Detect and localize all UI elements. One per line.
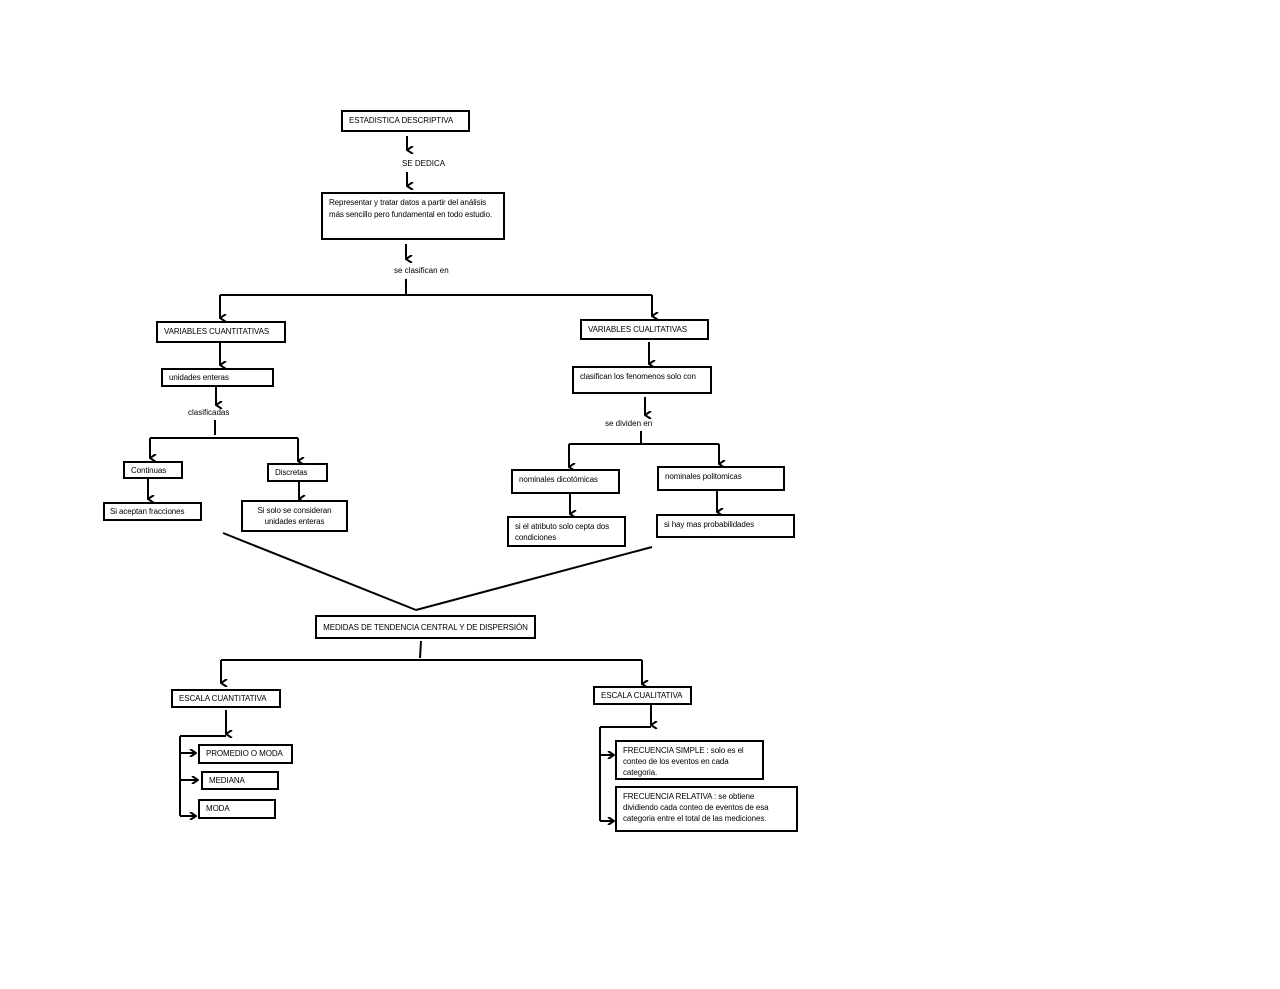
node-label: si hay mas probabilidades (664, 520, 754, 529)
node-mediana: MEDIANA (201, 771, 279, 790)
node-label: MODA (206, 804, 230, 813)
root-node-estadistica-descriptiva: ESTADISTICA DESCRIPTIVA (341, 110, 470, 132)
node-label: Continuas (131, 466, 167, 475)
node-continuas: Continuas (123, 461, 183, 479)
node-nominales-dicotomicas: nominales dicotómicas (511, 469, 620, 494)
node-escala-cualitativa: ESCALA CUALITATIVA (593, 686, 692, 705)
node-label: Discretas (275, 468, 308, 477)
node-label: MEDIANA (209, 776, 245, 785)
node-variables-cualitativas: VARIABLES CUALITATIVAS (580, 319, 709, 340)
node-label: Si solo se consideran unidades enteras (257, 506, 332, 526)
node-label: nominales dicotómicas (519, 475, 598, 484)
node-atributo-dos-condiciones: si el atributo solo cepta dos condicione… (507, 516, 626, 547)
link-label-clasificadas: clasificadas (188, 408, 230, 417)
node-label: unidades enteras (169, 373, 229, 382)
node-frecuencia-relativa: FRECUENCIA RELATIVA : se obtiene dividie… (615, 786, 798, 832)
node-moda: MODA (198, 799, 276, 819)
node-label: PROMEDIO O MODA (206, 749, 283, 758)
node-unidades-enteras: unidades enteras (161, 368, 274, 387)
node-si-solo-unidades-enteras: Si solo se consideran unidades enteras (241, 500, 348, 532)
node-label: nominales politomicas (665, 472, 742, 481)
node-escala-cuantitativa: ESCALA CUANTITATIVA (171, 689, 281, 708)
link-label-se-dividen: se dividen en (605, 419, 653, 428)
node-medidas-tendencia-central: MEDIDAS DE TENDENCIA CENTRAL Y DE DISPER… (315, 615, 536, 639)
node-si-aceptan-fracciones: Si aceptan fracciones (103, 502, 202, 521)
link-label-se-clasifican: se clasifican en (394, 266, 449, 275)
link-label-se-dedica: SE DEDICA (402, 159, 446, 168)
node-promedio-o-moda: PROMEDIO O MODA (198, 744, 293, 764)
root-node-label: ESTADISTICA DESCRIPTIVA (349, 116, 454, 125)
node-nominales-politomicas: nominales politomicas (657, 466, 785, 491)
node-label: Si aceptan fracciones (110, 507, 185, 516)
node-label: FRECUENCIA RELATIVA : se obtiene dividie… (623, 792, 769, 823)
definition-node: Representar y tratar datos a partir del … (321, 192, 505, 240)
node-frecuencia-simple: FRECUENCIA SIMPLE : solo es el conteo de… (615, 740, 764, 780)
node-label: clasifican los fenomenos solo con (580, 372, 696, 381)
node-label: VARIABLES CUANTITATIVAS (164, 327, 270, 336)
node-mas-probabilidades: si hay mas probabilidades (656, 514, 795, 538)
node-label: si el atributo solo cepta dos condicione… (515, 522, 610, 542)
node-discretas: Discretas (267, 463, 328, 482)
node-label: ESCALA CUANTITATIVA (179, 694, 267, 703)
definition-text: Representar y tratar datos a partir del … (329, 198, 493, 219)
node-label: MEDIDAS DE TENDENCIA CENTRAL Y DE DISPER… (323, 623, 528, 632)
node-label: VARIABLES CUALITATIVAS (588, 325, 688, 334)
node-variables-cuantitativas: VARIABLES CUANTITATIVAS (156, 321, 286, 343)
node-clasifican-fenomenos: clasifican los fenomenos solo con (572, 366, 712, 394)
node-label: FRECUENCIA SIMPLE : solo es el conteo de… (623, 746, 744, 777)
node-label: ESCALA CUALITATIVA (601, 691, 683, 700)
